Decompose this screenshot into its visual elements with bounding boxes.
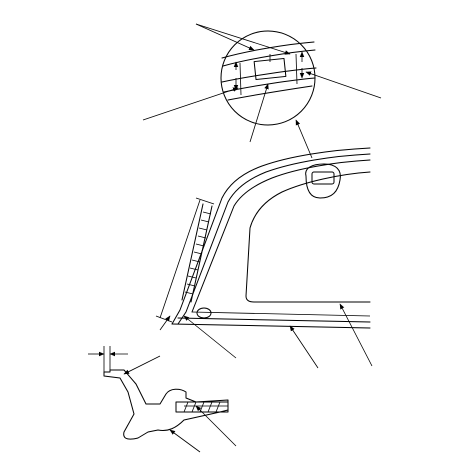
leader-bottom: [249, 83, 269, 143]
leader-detail-source: [295, 119, 313, 159]
glass-edge-hatch: [183, 401, 221, 413]
body-outline-2: [177, 153, 371, 325]
pillar-hatching: [184, 211, 212, 295]
lower-leaders: [183, 303, 373, 369]
leader-top-1: [195, 23, 255, 51]
pillar-dim-arrow: [159, 315, 171, 331]
sill-line-1: [171, 323, 371, 329]
leader-glass: [339, 303, 373, 367]
detail-rail-bottom: [227, 85, 313, 101]
pillar-strip-left: [181, 203, 204, 301]
leader-top-2: [195, 23, 291, 55]
pillar-dimension-line: [159, 199, 201, 319]
detail-clip: [253, 57, 287, 81]
windshield-assembly: [155, 147, 371, 331]
leader-section-bottom: [169, 429, 201, 453]
glass-opening: [245, 171, 371, 303]
detail-rail-upper-2: [222, 49, 316, 67]
detail-magnifier: [220, 30, 317, 126]
leader-section-top: [123, 355, 161, 375]
magnifier-leaders: [142, 23, 382, 159]
sill-line-2: [177, 317, 371, 323]
leader-section-glass: [195, 405, 237, 447]
body-outline-3: [191, 159, 371, 313]
mirror-mount: [305, 163, 341, 199]
leader-corner: [183, 315, 237, 359]
detail-rail-lower: [223, 77, 316, 93]
detail-post-right: [295, 53, 298, 85]
leader-right: [305, 71, 382, 99]
corner-clip: [196, 307, 212, 319]
mirror-mount-pad: [311, 171, 335, 185]
detail-post-left: [239, 62, 242, 96]
detail-rail-mid: [221, 67, 317, 83]
leader-left: [142, 87, 239, 121]
molding-cross-section: [88, 346, 237, 453]
sill-line-3: [191, 311, 371, 317]
body-outline-1: [171, 147, 371, 325]
pillar-dim-tick-top: [195, 197, 215, 205]
molding-profile: [103, 369, 229, 440]
leader-sill: [289, 325, 319, 369]
